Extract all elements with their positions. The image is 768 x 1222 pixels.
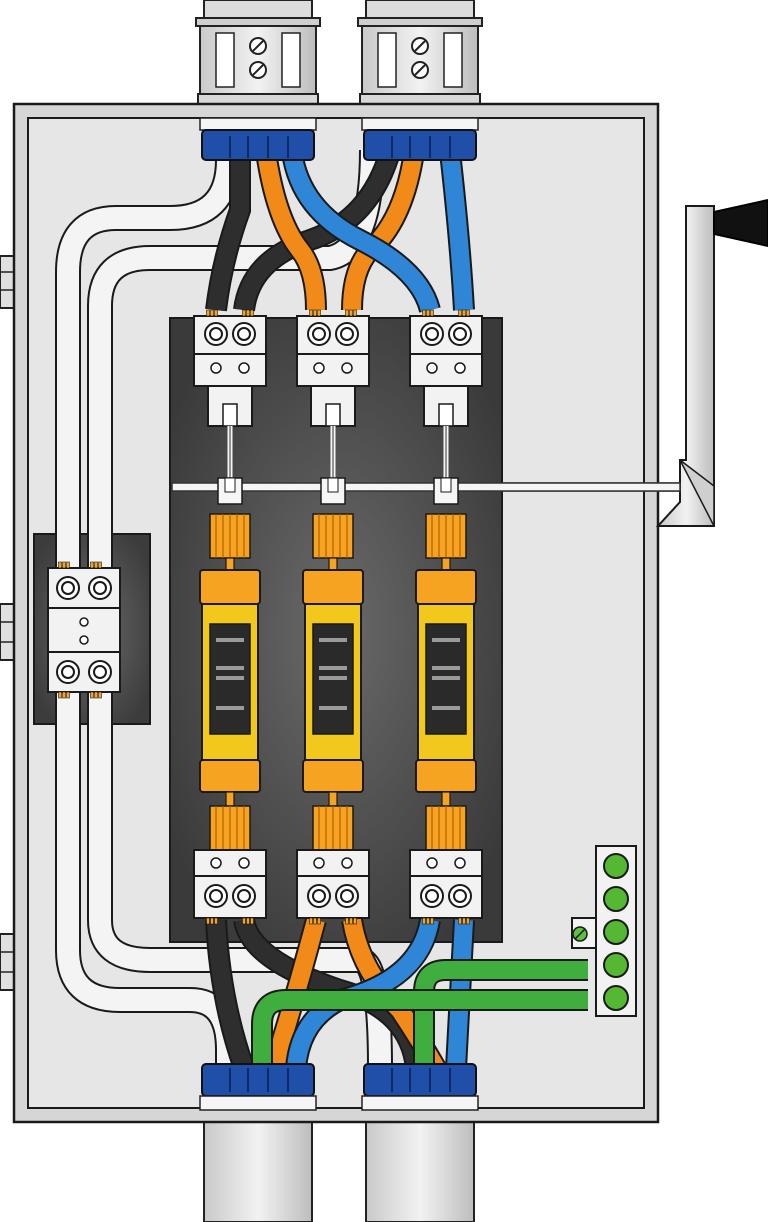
ground-conductors	[251, 959, 588, 1068]
fuse-assembly	[409, 309, 483, 925]
neutral-terminal-block	[47, 567, 121, 693]
fuse-cap	[415, 569, 477, 605]
bottom-conduit-right	[365, 1121, 475, 1222]
line-terminal	[193, 315, 267, 387]
handle-grip-icon[interactable]	[713, 198, 768, 248]
line-terminal	[296, 315, 370, 387]
ground-screw-icon	[603, 952, 629, 978]
fuse-assembly	[193, 309, 267, 925]
ground-screw-icon	[603, 853, 629, 879]
fuse-assembly	[296, 309, 370, 925]
load-terminal	[193, 849, 267, 919]
top-connector-right	[361, 117, 479, 161]
fuse-cap	[199, 569, 261, 605]
top-conduit-left	[195, 0, 321, 105]
ground-bar	[571, 845, 637, 1017]
top-connector-left	[199, 117, 317, 161]
line-conductors	[205, 148, 475, 314]
ground-screw-icon	[603, 919, 629, 945]
operating-handle[interactable]	[655, 198, 768, 527]
fuse-cap	[415, 759, 477, 793]
load-terminal	[296, 849, 370, 919]
fuse-cap	[302, 759, 364, 793]
load-terminal	[409, 849, 483, 919]
fuse-cap	[199, 759, 261, 793]
bottom-conduit-left	[203, 1121, 313, 1222]
bottom-connector-left	[199, 1063, 317, 1111]
top-conduit-right	[357, 0, 483, 105]
line-terminal	[409, 315, 483, 387]
fuse-cap	[302, 569, 364, 605]
fuse-assemblies	[58, 309, 483, 925]
bottom-connector-right	[361, 1063, 479, 1111]
ground-screw-icon	[603, 886, 629, 912]
ground-screw-icon	[603, 985, 629, 1011]
